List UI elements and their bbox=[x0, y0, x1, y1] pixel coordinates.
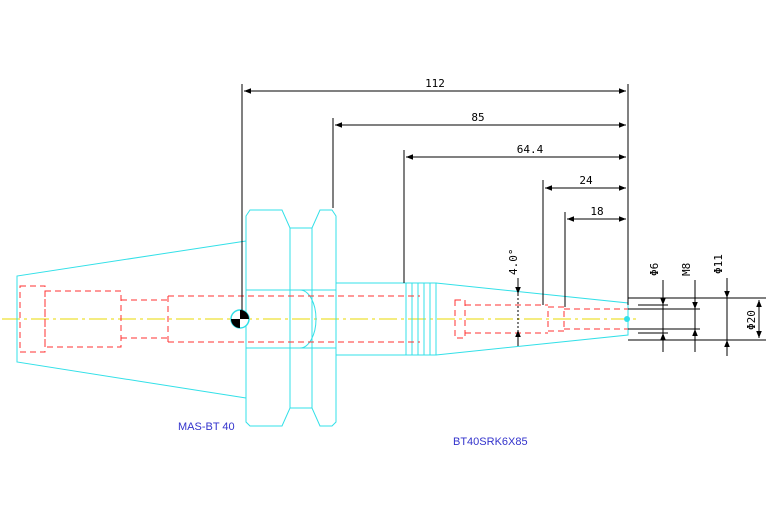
part-label: BT40SRK6X85 bbox=[453, 436, 528, 448]
diameter-dimensions bbox=[628, 278, 766, 356]
center-mark-right bbox=[624, 316, 630, 322]
dim-dia-6: Φ6 bbox=[648, 263, 661, 276]
dim-18: 18 bbox=[590, 205, 603, 218]
holder-label: MAS-BT 40 bbox=[178, 421, 235, 433]
center-mark-left bbox=[230, 309, 250, 329]
dim-85: 85 bbox=[471, 111, 484, 124]
dim-angle: 4.0° bbox=[507, 249, 520, 276]
dim-112: 112 bbox=[425, 77, 445, 90]
flange-outline bbox=[245, 209, 337, 427]
dim-dia-20: Φ20 bbox=[745, 310, 758, 330]
dim-24: 24 bbox=[579, 174, 593, 187]
dim-64-4: 64.4 bbox=[517, 143, 544, 156]
hidden-lines bbox=[19, 285, 628, 353]
dim-m8: M8 bbox=[680, 263, 693, 276]
length-dimensions bbox=[241, 84, 629, 318]
dim-dia-11: Φ11 bbox=[712, 254, 725, 274]
